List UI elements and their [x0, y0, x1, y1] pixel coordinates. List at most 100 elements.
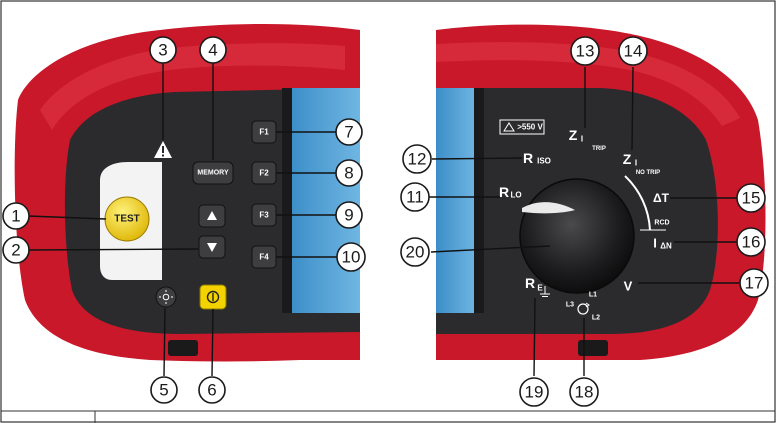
warning-icon — [154, 141, 172, 158]
test-button-label: TEST — [114, 214, 140, 225]
callout-15: 15 — [736, 183, 766, 213]
svg-text:R: R — [525, 275, 535, 291]
svg-text:L1: L1 — [589, 292, 597, 299]
callout-18: 18 — [569, 377, 599, 407]
position-z-trip: Z I TRIP — [569, 127, 606, 152]
callout-4: 4 — [199, 36, 227, 64]
svg-text:I: I — [635, 159, 637, 168]
leader-2 — [27, 248, 199, 251]
svg-text:19: 19 — [525, 383, 544, 402]
svg-text:8: 8 — [344, 164, 353, 183]
f2-label: F2 — [259, 169, 269, 178]
rotary-dial[interactable] — [519, 178, 635, 294]
leader-19 — [533, 297, 536, 377]
earth-icon — [540, 286, 550, 297]
callout-9: 9 — [335, 201, 363, 229]
right-housing-highlight — [436, 42, 740, 126]
svg-text:L3: L3 — [566, 302, 574, 309]
left-housing-highlight — [40, 43, 345, 130]
leader-12 — [431, 157, 523, 160]
callout-16: 16 — [736, 227, 766, 257]
leader-14 — [631, 66, 634, 151]
position-delta-t: ΔT — [653, 191, 670, 205]
svg-text:I: I — [581, 135, 583, 144]
f4-label: F4 — [259, 253, 269, 262]
leader-6 — [211, 308, 214, 377]
callout-14: 14 — [618, 36, 648, 66]
svg-text:2: 2 — [11, 241, 20, 260]
svg-text:15: 15 — [742, 189, 761, 208]
right-device: >550 V R ISO R LO Z I TRIP Z I NO TRIP Δ… — [436, 24, 766, 360]
leader-1 — [27, 215, 107, 220]
callout-11: 11 — [400, 182, 430, 212]
right-strap-bracket — [578, 340, 608, 356]
svg-text:20: 20 — [406, 243, 425, 262]
left-strap-bracket — [168, 340, 198, 356]
svg-text:L2: L2 — [592, 315, 600, 322]
dial-pointer — [522, 202, 575, 214]
voltage-warning-box: >550 V — [499, 119, 545, 135]
leader-20 — [430, 245, 551, 253]
memory-button-label: MEMORY — [197, 170, 229, 177]
position-i-delta-n: I ΔN — [653, 236, 672, 251]
leader-lines — [27, 62, 740, 377]
left-device: TEST MEMORY F1 F2 F3 — [14, 24, 361, 362]
svg-text:9: 9 — [344, 206, 353, 225]
f3-label: F3 — [259, 211, 269, 220]
memory-button[interactable] — [192, 161, 234, 185]
callout-3: 3 — [149, 36, 177, 64]
right-screen — [436, 88, 476, 313]
position-phase-rotation: L1 L3 L2 — [566, 292, 600, 322]
callout-7: 7 — [335, 118, 363, 146]
voltage-warning-label: >550 V — [517, 123, 543, 132]
callout-17: 17 — [739, 268, 769, 298]
svg-text:16: 16 — [742, 233, 761, 252]
svg-text:6: 6 — [207, 381, 216, 400]
svg-text:10: 10 — [342, 248, 361, 267]
phase-rotation-icon — [577, 302, 590, 315]
svg-text:R: R — [499, 184, 509, 200]
callout-10: 10 — [336, 242, 366, 272]
svg-text:18: 18 — [575, 383, 594, 402]
arrow-down-icon — [207, 243, 217, 252]
svg-text:7: 7 — [344, 123, 353, 142]
svg-text:14: 14 — [624, 42, 643, 61]
callout-5: 5 — [150, 376, 178, 404]
f1-label: F1 — [259, 128, 269, 137]
svg-text:ISO: ISO — [537, 157, 551, 166]
svg-text:ΔN: ΔN — [660, 242, 672, 251]
svg-text:Z: Z — [623, 151, 632, 167]
callout-20: 20 — [400, 237, 430, 267]
svg-text:4: 4 — [208, 41, 217, 60]
svg-text:R: R — [523, 150, 533, 166]
position-z-notrip: Z I NO TRIP — [623, 151, 660, 176]
backlight-button[interactable] — [155, 286, 177, 308]
svg-text:13: 13 — [576, 42, 595, 61]
position-r-iso: R ISO — [523, 150, 551, 166]
callout-1: 1 — [2, 202, 30, 230]
position-volt: V — [624, 279, 633, 294]
arrow-up-icon — [207, 211, 217, 220]
rcd-label: RCD — [654, 220, 669, 227]
svg-text:I: I — [653, 236, 657, 251]
callout-12: 12 — [402, 144, 432, 174]
position-r-lo: R LO — [499, 184, 522, 200]
left-screen-bezel — [282, 88, 292, 313]
svg-text:3: 3 — [158, 41, 167, 60]
callout-2: 2 — [2, 236, 30, 264]
svg-text:17: 17 — [745, 274, 764, 293]
position-r-earth: R E — [525, 275, 550, 297]
callout-13: 13 — [570, 36, 600, 66]
svg-text:LO: LO — [510, 191, 521, 200]
callouts: 1 2 3 4 5 6 7 8 9 10 11 12 13 14 15 16 1… — [2, 36, 769, 407]
svg-text:11: 11 — [406, 188, 424, 207]
svg-text:E: E — [537, 284, 543, 293]
right-screen-bezel — [474, 88, 484, 313]
svg-text:12: 12 — [408, 150, 427, 169]
svg-text:TRIP: TRIP — [592, 146, 606, 152]
power-icon — [206, 290, 220, 304]
svg-text:Z: Z — [569, 127, 578, 143]
dial-scale — [624, 175, 666, 231]
callout-19: 19 — [519, 377, 549, 407]
